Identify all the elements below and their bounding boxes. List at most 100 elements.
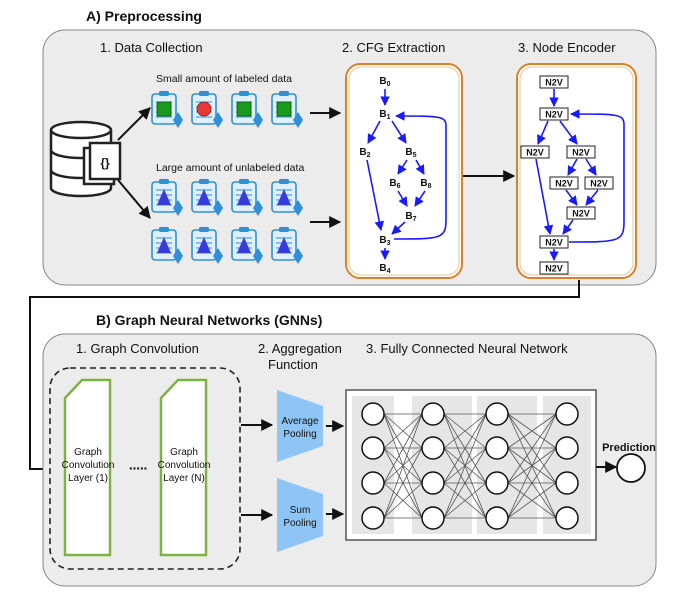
fc-edge: [443, 413, 487, 484]
average-pooling: Average Pooling: [277, 390, 323, 462]
unlabeled-doc-icon: [231, 226, 264, 265]
n2v-node: N2V: [539, 261, 569, 275]
graph-convolution-group: [49, 367, 241, 570]
section-title-gnn: B) Graph Neural Networks (GNNs): [96, 312, 322, 328]
svg-text:N2V: N2V: [572, 209, 590, 219]
fc-edge: [507, 413, 557, 449]
cfg-node-b3: B3: [379, 235, 390, 247]
unlabeled-doc-icon: [191, 226, 224, 265]
prediction-node: [616, 453, 646, 483]
fc-neuron: [361, 436, 385, 460]
n2v-node: N2V: [539, 107, 569, 121]
cfg-node-b5: B5: [405, 147, 416, 159]
fc-edge: [383, 413, 423, 449]
encoder-graph: N2V N2V N2V N2V N2V N2V N2V N2V N2V: [520, 75, 625, 275]
fc-neuron: [361, 402, 385, 426]
n2v-node: N2V: [520, 145, 550, 159]
fc-edge: [383, 447, 423, 519]
svg-text:Average: Average: [281, 416, 319, 427]
fc-edge: [507, 447, 557, 519]
svg-text:N2V: N2V: [545, 110, 563, 120]
graph-conv-layer-1: Graph Convolution Layer (1): [62, 378, 115, 557]
fc-edge: [507, 413, 557, 484]
fc-neuron: [361, 506, 385, 530]
svg-text:Convolution: Convolution: [158, 460, 211, 471]
fc-edge: [383, 413, 423, 519]
node-encoder-panel: [516, 63, 637, 279]
fc-neuron: [485, 436, 509, 460]
fc-edge: [443, 482, 487, 519]
n2v-node: N2V: [584, 176, 614, 190]
svg-text:Pooling: Pooling: [283, 429, 316, 440]
fc-neuron: [421, 471, 445, 495]
fc-neuron: [555, 471, 579, 495]
svg-text:N2V: N2V: [555, 179, 573, 189]
svg-text:Layer (N): Layer (N): [163, 473, 205, 484]
n2v-node: N2V: [539, 235, 569, 249]
labeled-doc-safe-icon: [271, 90, 304, 129]
svg-text:N2V: N2V: [545, 264, 563, 274]
fc-edge: [443, 413, 487, 519]
fully-connected-network: [345, 389, 597, 541]
section-title-preprocessing: A) Preprocessing: [86, 8, 202, 24]
unlabeled-doc-icon: [271, 226, 304, 265]
step-fully-connected: 3. Fully Connected Neural Network: [366, 341, 568, 356]
code-braces-icon: {}: [100, 156, 110, 170]
n2v-node: N2V: [549, 176, 579, 190]
cfg-node-b6: B6: [389, 178, 400, 190]
unlabeled-doc-icon: [151, 226, 184, 265]
fc-neuron: [555, 436, 579, 460]
svg-text:Graph: Graph: [170, 447, 198, 458]
labeled-doc-vulnerable-icon: [191, 90, 224, 129]
graph-conv-layer-n: Graph Convolution Layer (N): [158, 378, 211, 557]
fc-edge: [383, 482, 423, 519]
cfg-node-b7: B7: [405, 211, 416, 223]
cfg-panel: [345, 63, 463, 279]
unlabeled-data-caption: Large amount of unlabeled data: [156, 162, 304, 174]
layers-ellipsis: ·····: [129, 460, 147, 476]
n2v-node: N2V: [539, 75, 569, 89]
fc-neuron: [485, 506, 509, 530]
unlabeled-doc-icon: [231, 178, 264, 217]
fc-neuron: [421, 506, 445, 530]
fc-neuron: [555, 402, 579, 426]
labeled-doc-safe-icon: [151, 90, 184, 129]
cfg-node-b1: B1: [379, 109, 390, 121]
prediction-label: Prediction: [602, 442, 656, 454]
fc-neuron: [361, 471, 385, 495]
step-data-collection: 1. Data Collection: [100, 40, 203, 55]
labeled-docs: [151, 90, 304, 129]
svg-text:Layer (1): Layer (1): [68, 473, 108, 484]
fc-edge: [507, 482, 557, 519]
cfg-node-b4: B4: [379, 263, 390, 275]
labeled-data-caption: Small amount of labeled data: [156, 73, 292, 85]
sum-pooling: Sum Pooling: [277, 478, 323, 552]
step-aggregation: 2. Aggregation: [258, 341, 342, 356]
svg-text:Sum: Sum: [290, 505, 311, 516]
connector-encoder-to-gnn: [29, 280, 580, 475]
svg-text:Graph: Graph: [74, 447, 102, 458]
cfg-graph: B0 B1 B2 B5 B6 B8 B7 B3 B4: [359, 76, 447, 275]
fc-edge: [443, 447, 487, 519]
fc-neuron: [421, 402, 445, 426]
svg-text:N2V: N2V: [545, 238, 563, 248]
arrow-to-unlabeled: [117, 179, 151, 219]
step-aggregation-line2: Function: [268, 357, 318, 372]
fc-neuron: [485, 402, 509, 426]
unlabeled-doc-icon: [191, 178, 224, 217]
svg-text:N2V: N2V: [590, 179, 608, 189]
svg-text:Pooling: Pooling: [283, 518, 316, 529]
n2v-node: N2V: [566, 145, 596, 159]
svg-text:Convolution: Convolution: [62, 460, 115, 471]
fc-neuron: [421, 436, 445, 460]
svg-text:N2V: N2V: [526, 148, 544, 158]
fc-edge: [507, 413, 557, 519]
step-node-encoder: 3. Node Encoder: [518, 40, 616, 55]
step-cfg-extraction: 2. CFG Extraction: [342, 40, 445, 55]
labeled-doc-safe-icon: [231, 90, 264, 129]
cfg-node-b8: B8: [420, 178, 431, 190]
unlabeled-doc-icon: [151, 178, 184, 217]
fc-edge: [383, 413, 423, 484]
n2v-node: N2V: [566, 206, 596, 220]
